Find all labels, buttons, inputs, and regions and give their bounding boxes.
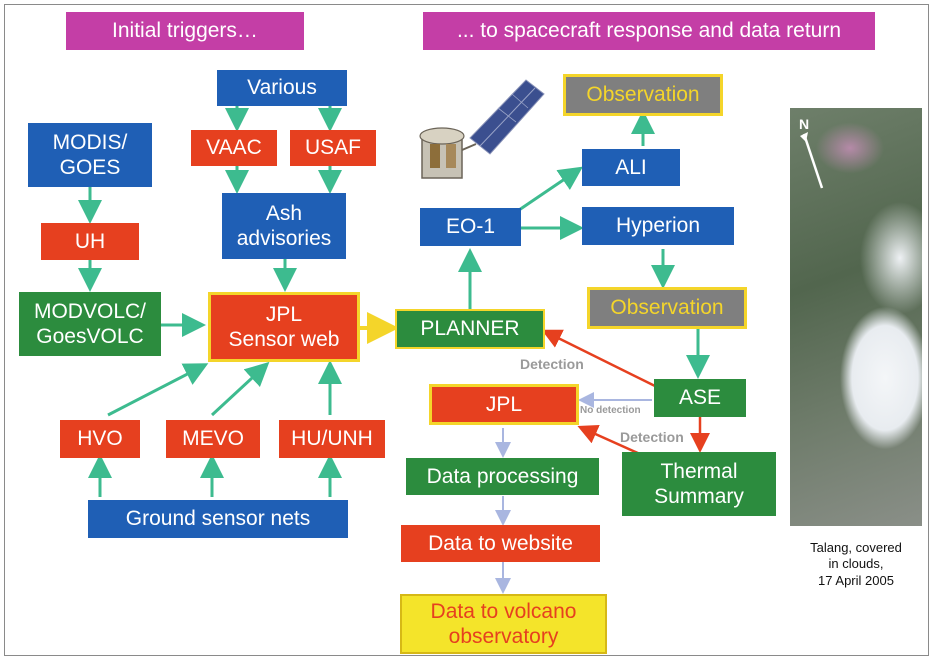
node-various: Various (217, 70, 347, 106)
node-modvolc-goesvolc: MODVOLC/ GoesVOLC (19, 292, 161, 356)
node-planner: PLANNER (395, 309, 545, 349)
node-vaac: VAAC (191, 130, 277, 166)
node-hu-unh: HU/UNH (279, 420, 385, 458)
node-modis-goes: MODIS/ GOES (28, 123, 152, 187)
node-data-processing: Data processing (406, 458, 599, 495)
node-ase: ASE (654, 379, 746, 417)
edge-ase-planner (541, 329, 656, 388)
satellite-icon (419, 79, 545, 179)
node-ali: ALI (582, 149, 680, 186)
node-jpl: JPL (429, 384, 579, 425)
label-no-detection: No detection (580, 405, 641, 416)
north-arrow-icon (800, 132, 824, 189)
node-eo1: EO-1 (420, 208, 521, 246)
node-ground-sensor-nets: Ground sensor nets (88, 500, 348, 538)
node-data-to-website: Data to website (401, 525, 600, 562)
node-uh: UH (41, 223, 139, 260)
node-hyperion: Hyperion (582, 207, 734, 245)
edge-hvo-jpl (107, 363, 209, 417)
node-data-to-volcano-observatory: Data to volcano observatory (400, 594, 607, 654)
node-observation-mid: Observation (587, 287, 747, 329)
node-usaf: USAF (290, 130, 376, 166)
edge-eo1-ali (518, 166, 583, 212)
talang-satellite-image (790, 108, 922, 526)
node-hvo: HVO (60, 420, 140, 458)
north-indicator: N (799, 116, 810, 132)
header-initial-triggers: Initial triggers… (66, 12, 304, 50)
node-thermal-summary: Thermal Summary (622, 452, 776, 516)
label-detection-bottom: Detection (620, 429, 684, 445)
node-ash-advisories: Ash advisories (222, 193, 346, 259)
header-spacecraft-response: ... to spacecraft response and data retu… (423, 12, 875, 50)
node-jpl-sensor-web: JPL Sensor web (208, 292, 360, 362)
node-observation-top: Observation (563, 74, 723, 116)
node-mevo: MEVO (166, 420, 260, 458)
label-detection-top: Detection (520, 356, 584, 372)
image-caption: Talang, covered in clouds, 17 April 2005 (810, 540, 902, 588)
edge-mevo-jpl (210, 361, 270, 417)
edge-thermal-jpl (577, 425, 641, 456)
